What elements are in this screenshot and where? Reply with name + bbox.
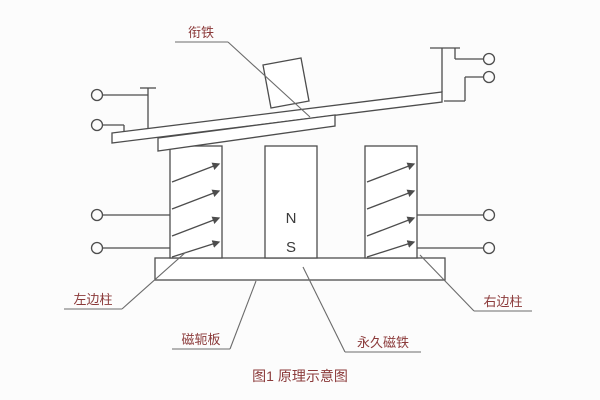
winding-turn bbox=[171, 216, 221, 237]
winding-turn bbox=[171, 189, 221, 210]
winding-turn bbox=[366, 162, 416, 183]
permanent-magnet: N S bbox=[264, 145, 318, 259]
upper-left-terminals bbox=[90, 87, 156, 132]
armature-pivot-block bbox=[262, 57, 310, 109]
permanent-magnet-label: 永久磁铁 bbox=[357, 335, 409, 350]
armature bbox=[111, 57, 443, 152]
right-column bbox=[364, 145, 418, 259]
magnet-pole-s: S bbox=[286, 239, 296, 256]
leader-line bbox=[419, 254, 475, 312]
terminal-circle bbox=[90, 208, 104, 222]
figure-caption: 图1 原理示意图 bbox=[252, 368, 348, 384]
armature-bar bbox=[111, 91, 443, 144]
terminal-circle bbox=[90, 88, 104, 102]
winding-turn bbox=[366, 189, 416, 210]
right-column-label: 右边柱 bbox=[483, 294, 522, 309]
leader-line bbox=[229, 280, 257, 350]
leader-line bbox=[302, 266, 346, 353]
lower-right-terminals bbox=[417, 208, 496, 255]
winding-turn bbox=[366, 216, 416, 237]
terminal-circle bbox=[482, 52, 496, 66]
left-column bbox=[169, 145, 223, 259]
magnet-pole-n: N bbox=[286, 210, 297, 227]
armature-pole-piece bbox=[157, 114, 336, 152]
winding-turn bbox=[171, 162, 221, 183]
terminal-circle bbox=[90, 118, 104, 132]
upper-right-terminals bbox=[430, 47, 496, 102]
magnet-body bbox=[264, 145, 318, 259]
left-column-label: 左边柱 bbox=[73, 292, 112, 307]
terminal-circle bbox=[482, 241, 496, 255]
leader-line bbox=[227, 41, 311, 118]
right-column-coil bbox=[364, 145, 418, 259]
callouts: 衔铁 左边柱 磁轭板 永久磁铁 右边柱 bbox=[64, 25, 532, 353]
yoke-plate-label: 磁轭板 bbox=[181, 332, 220, 347]
left-column-coil bbox=[169, 145, 223, 259]
lower-left-terminals bbox=[90, 208, 170, 255]
terminal-circle bbox=[90, 241, 104, 255]
terminal-circle bbox=[482, 208, 496, 222]
winding-turn bbox=[171, 240, 221, 258]
armature-label: 衔铁 bbox=[188, 25, 214, 40]
yoke-plate bbox=[154, 257, 446, 281]
terminal-circle bbox=[482, 70, 496, 84]
winding-turn bbox=[366, 240, 416, 258]
leader-line bbox=[121, 251, 187, 310]
